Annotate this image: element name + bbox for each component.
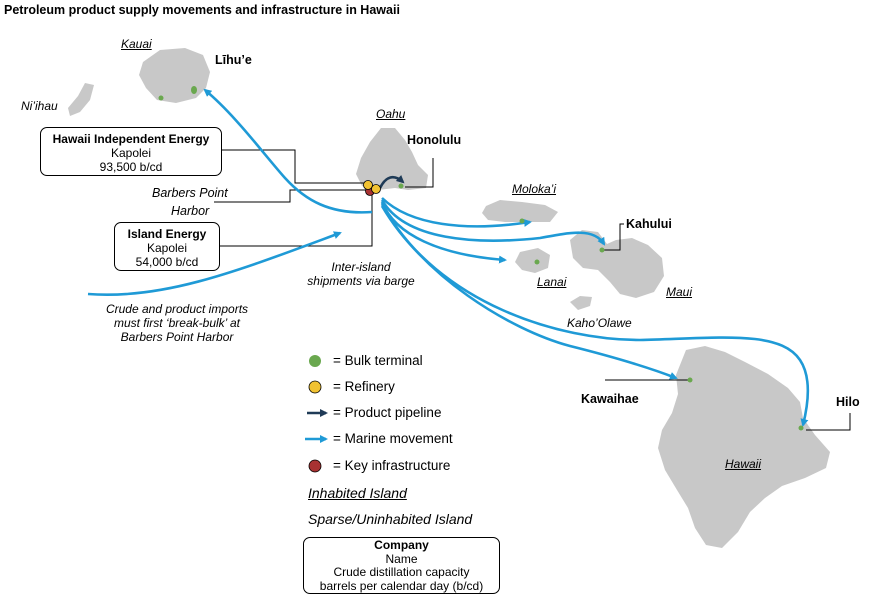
refinery-company: Hawaii Independent Energy <box>52 132 210 146</box>
island-lanai <box>515 248 550 273</box>
label-honolulu: Honolulu <box>407 133 462 147</box>
refinery-capacity: 93,500 b/cd <box>99 160 163 174</box>
terminal-hilo <box>798 425 804 431</box>
island-nihau <box>68 83 94 116</box>
label-hawaii: Hawaii <box>725 457 762 471</box>
product-pipeline-arrow <box>378 175 405 189</box>
terminal-kahului <box>599 247 605 253</box>
legend-inhabited-island: Inhabited Island <box>308 485 407 501</box>
legend-product-pipeline: = Product pipeline <box>333 405 442 420</box>
island-molokai <box>482 200 558 222</box>
terminal-molokai <box>519 218 525 224</box>
refinery-location: Kapolei <box>146 241 188 255</box>
legend-key-infrastructure-icon <box>308 459 322 473</box>
leader-hilo <box>806 413 851 431</box>
legend-sparse-island: Sparse/Uninhabited Island <box>308 511 473 527</box>
terminal-kauai-west <box>158 95 164 101</box>
island-oahu <box>356 128 428 190</box>
refinery-box-island-energy: Island Energy Kapolei 54,000 b/cd <box>114 222 220 271</box>
refinery-company: Island Energy <box>127 227 207 241</box>
label-kawaihae: Kawaihae <box>581 392 639 406</box>
leader-island-energy <box>220 195 373 247</box>
annotation-imports: Crude and product imports must first ‘br… <box>105 302 249 344</box>
refinery-island-energy <box>371 184 381 194</box>
legend-refinery: = Refinery <box>333 379 395 394</box>
island-hawaii <box>658 346 830 548</box>
terminal-honolulu <box>398 183 404 189</box>
refinery-hie <box>363 180 373 190</box>
route-to-kahului <box>380 199 606 246</box>
route-to-lihue <box>203 88 373 214</box>
leader-kahului <box>604 223 624 251</box>
leader-hie <box>222 149 368 184</box>
label-oahu: Oahu <box>376 107 406 121</box>
legend-bulk-terminal-icon <box>309 355 321 367</box>
route-imports <box>87 231 342 296</box>
terminal-lanai <box>534 259 540 265</box>
label-nihau: Ni’ihau <box>21 99 58 113</box>
island-kauai <box>139 48 210 103</box>
legend-marine-movement: = Marine movement <box>333 431 453 446</box>
refinery-capacity: 54,000 b/cd <box>135 255 199 269</box>
label-hilo: Hilo <box>836 395 860 409</box>
label-kahului: Kahului <box>626 217 672 231</box>
island-maui <box>570 230 664 298</box>
legend-refinery-icon <box>308 380 322 394</box>
leader-honolulu <box>405 158 434 188</box>
terminal-kawaihae <box>687 377 693 383</box>
label-lihue: Līhu’e <box>215 53 252 67</box>
annotation-barbers-point: Barbers Point Harbor <box>152 186 228 218</box>
legend-key-box: Company Name Crude distillation capacity… <box>303 537 500 594</box>
annotation-interisland: Inter-island shipments via barge <box>307 260 415 288</box>
refinery-box-hie: Hawaii Independent Energy Kapolei 93,500… <box>40 127 222 176</box>
label-molokai: Moloka’i <box>512 182 557 196</box>
legend-bulk-terminal: = Bulk terminal <box>333 353 423 368</box>
terminal-lihue <box>191 86 197 94</box>
label-kauai: Kauai <box>121 37 152 51</box>
island-kahoolawe <box>570 296 592 310</box>
route-to-hilo <box>380 205 810 427</box>
map-title: Petroleum product supply movements and i… <box>4 3 400 17</box>
legend-key-infrastructure: = Key infrastructure <box>333 458 451 473</box>
refinery-location: Kapolei <box>110 146 152 160</box>
label-lanai: Lanai <box>537 275 567 289</box>
leader-barbers <box>214 189 370 203</box>
label-kahoolawe: Kaho’Olawe <box>567 316 632 330</box>
label-maui: Maui <box>666 285 693 299</box>
route-to-molokai <box>381 197 532 228</box>
